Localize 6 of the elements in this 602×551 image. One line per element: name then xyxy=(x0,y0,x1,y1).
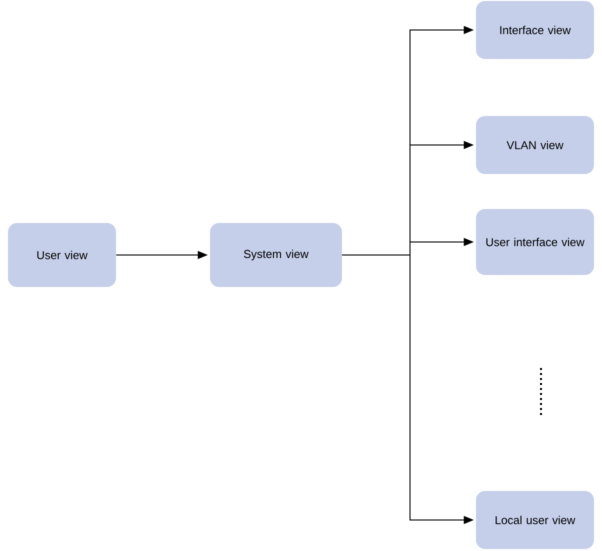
view-box: System view xyxy=(210,223,342,287)
view-box: User view xyxy=(8,223,116,287)
view-box: User interface view xyxy=(476,209,594,275)
view-box: Local user view xyxy=(476,490,594,549)
view-box: Interface view xyxy=(476,1,594,59)
view-box: VLAN view xyxy=(476,116,594,174)
